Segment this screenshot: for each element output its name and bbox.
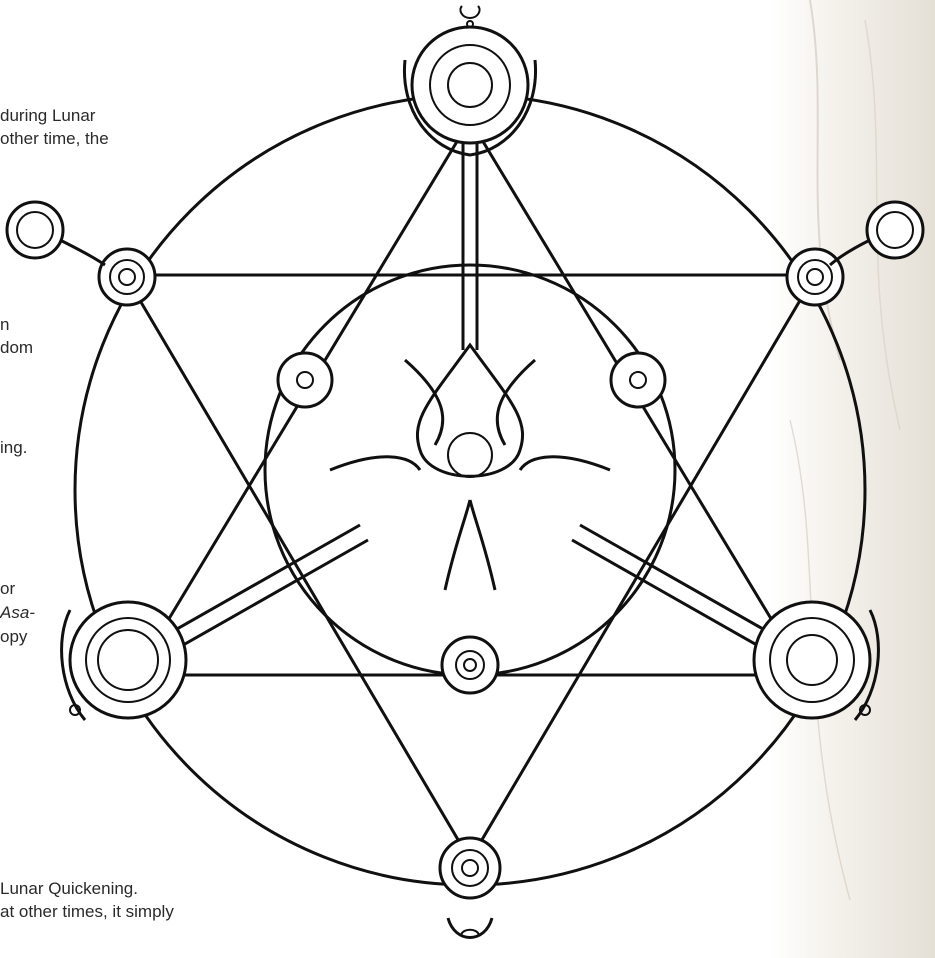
upper-left-node <box>7 202 155 305</box>
center-ornament <box>330 345 610 590</box>
top-node <box>404 6 535 155</box>
mid-right-node <box>611 353 665 407</box>
lower-right-node <box>754 602 878 720</box>
lower-left-node <box>62 602 186 720</box>
upper-right-node <box>787 202 923 305</box>
mid-left-node <box>278 353 332 407</box>
bottom-node <box>440 838 500 938</box>
bottom-center-node <box>442 637 498 693</box>
outer-ring <box>75 95 865 885</box>
